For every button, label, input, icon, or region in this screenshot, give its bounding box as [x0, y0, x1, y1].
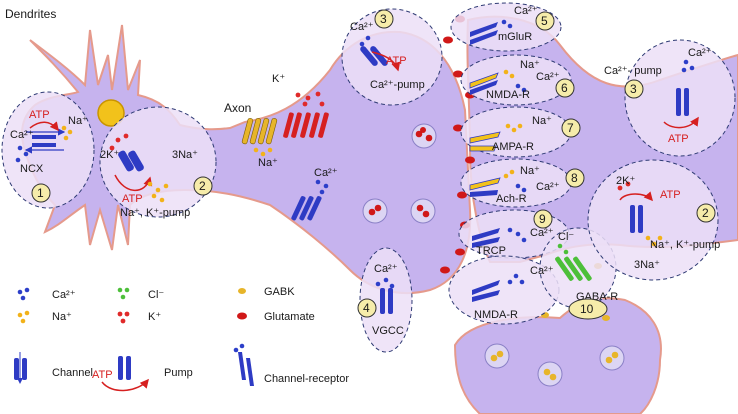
- receptor-channels: [469, 22, 501, 302]
- label-ca-right: Ca²⁺: [688, 47, 712, 59]
- label-2k-right: 2K⁺: [616, 175, 635, 187]
- label-na-ncx: Na⁺: [68, 115, 88, 127]
- label-na-nmda: Na⁺: [520, 59, 540, 71]
- label-ca-nmda-lower: Ca²⁺: [530, 265, 554, 277]
- label-ca-ach: Ca²⁺: [536, 181, 560, 193]
- label-na-k-pump-right: Na⁺, K⁺-pump: [650, 239, 720, 251]
- legend-channel: Channel: [52, 367, 93, 379]
- label-atp-right: ATP: [668, 133, 689, 145]
- k-channels-axon: [283, 112, 329, 138]
- marker-4: 4: [363, 301, 370, 315]
- label-trcp: TRCP: [476, 245, 506, 257]
- label-ca-trcp: Ca²⁺: [530, 227, 554, 239]
- marker-2-right: 2: [702, 206, 709, 220]
- marker-9: 9: [539, 212, 546, 226]
- label-axon: Axon: [224, 101, 251, 115]
- label-ach-r: Ach-R: [496, 193, 527, 205]
- marker-1: 1: [37, 186, 44, 200]
- label-3na-right: 3Na⁺: [634, 259, 660, 271]
- marker-3-top: 3: [380, 12, 387, 26]
- nucleus: [97, 99, 125, 127]
- label-atp-nak: ATP: [122, 193, 143, 205]
- label-na-ach: Na⁺: [520, 165, 540, 177]
- legend-atp: ATP: [92, 369, 113, 381]
- legend-glutamate: Glutamate: [264, 311, 315, 323]
- marker-5: 5: [541, 14, 548, 28]
- marker-8: 8: [571, 171, 578, 185]
- label-ca-axon: Ca²⁺: [314, 167, 338, 179]
- marker-6: 6: [561, 81, 568, 95]
- label-ampa-r: AMPA-R: [492, 141, 534, 153]
- na-k-pump-left: [114, 150, 153, 192]
- marker-7: 7: [567, 121, 574, 135]
- label-ncx: NCX: [20, 163, 44, 175]
- legend-ca: Ca²⁺: [52, 289, 76, 301]
- na-k-pump-right: [619, 191, 653, 233]
- ca-pump-right: [663, 88, 699, 129]
- label-ca-vgcc: Ca²⁺: [374, 263, 398, 275]
- label-k-axon: K⁺: [272, 73, 285, 85]
- label-ca-mglur: Ca²⁺: [514, 5, 538, 17]
- number-markers: 1 2 3 4 5 6 7 8 9 10 3 2: [31, 9, 716, 320]
- label-ca-top: Ca²⁺: [350, 21, 374, 33]
- gaba-receptor: [555, 256, 592, 281]
- label-na-axon: Na⁺: [258, 157, 278, 169]
- label-mglur: mGluR: [498, 31, 532, 43]
- legend-gabk: GABK: [264, 286, 295, 298]
- label-atp-ncx: ATP: [29, 109, 50, 121]
- title-dendrites: Dendrites: [5, 7, 56, 21]
- channels: [24, 22, 699, 314]
- label-na-ampa: Na⁺: [532, 115, 552, 127]
- label-nmda-r: NMDA-R: [486, 89, 530, 101]
- label-ca-pump: Ca²⁺-pump: [370, 79, 425, 91]
- ion-dots: [15, 19, 695, 289]
- legend: Ca²⁺ Cl⁻ GABK Na⁺ K⁺ Glutamate Channel A…: [14, 286, 349, 392]
- vesicles: [362, 123, 625, 387]
- label-atp-capump: ATP: [386, 55, 407, 67]
- vgcc-channel: [380, 288, 393, 314]
- label-ca-nmda: Ca²⁺: [536, 71, 560, 83]
- legend-channel-receptor: Channel-receptor: [264, 373, 349, 385]
- text-labels: Dendrites Axon ATP Ca²⁺ Na⁺ NCX 2K⁺ 3Na⁺…: [5, 5, 720, 337]
- label-ca-ncx: Ca²⁺: [10, 129, 34, 141]
- ca-pump-top: [360, 46, 401, 72]
- ncx-exchanger: [24, 121, 66, 154]
- legend-na: Na⁺: [52, 311, 72, 323]
- legend-cl: Cl⁻: [148, 289, 164, 301]
- legend-pump: Pump: [164, 367, 193, 379]
- marker-2-left: 2: [199, 179, 206, 193]
- label-vgcc: VGCC: [372, 325, 404, 337]
- label-cl-gaba: Cl⁻: [558, 231, 574, 243]
- legend-k: K⁺: [148, 311, 161, 323]
- ca-channels-axon: [291, 196, 322, 221]
- na-channels-axon: [241, 118, 278, 145]
- label-ca-pump-right: Ca²⁺- pump: [604, 65, 662, 77]
- label-3na: 3Na⁺: [172, 149, 198, 161]
- marker-3-right: 3: [630, 82, 637, 96]
- label-nmda-r-lower: NMDA-R: [474, 309, 518, 321]
- label-na-k-pump: Na⁺, K⁺-pump: [120, 207, 190, 219]
- marker-10: 10: [580, 302, 594, 316]
- label-2k: 2K⁺: [100, 149, 119, 161]
- label-atp-nak-right: ATP: [660, 189, 681, 201]
